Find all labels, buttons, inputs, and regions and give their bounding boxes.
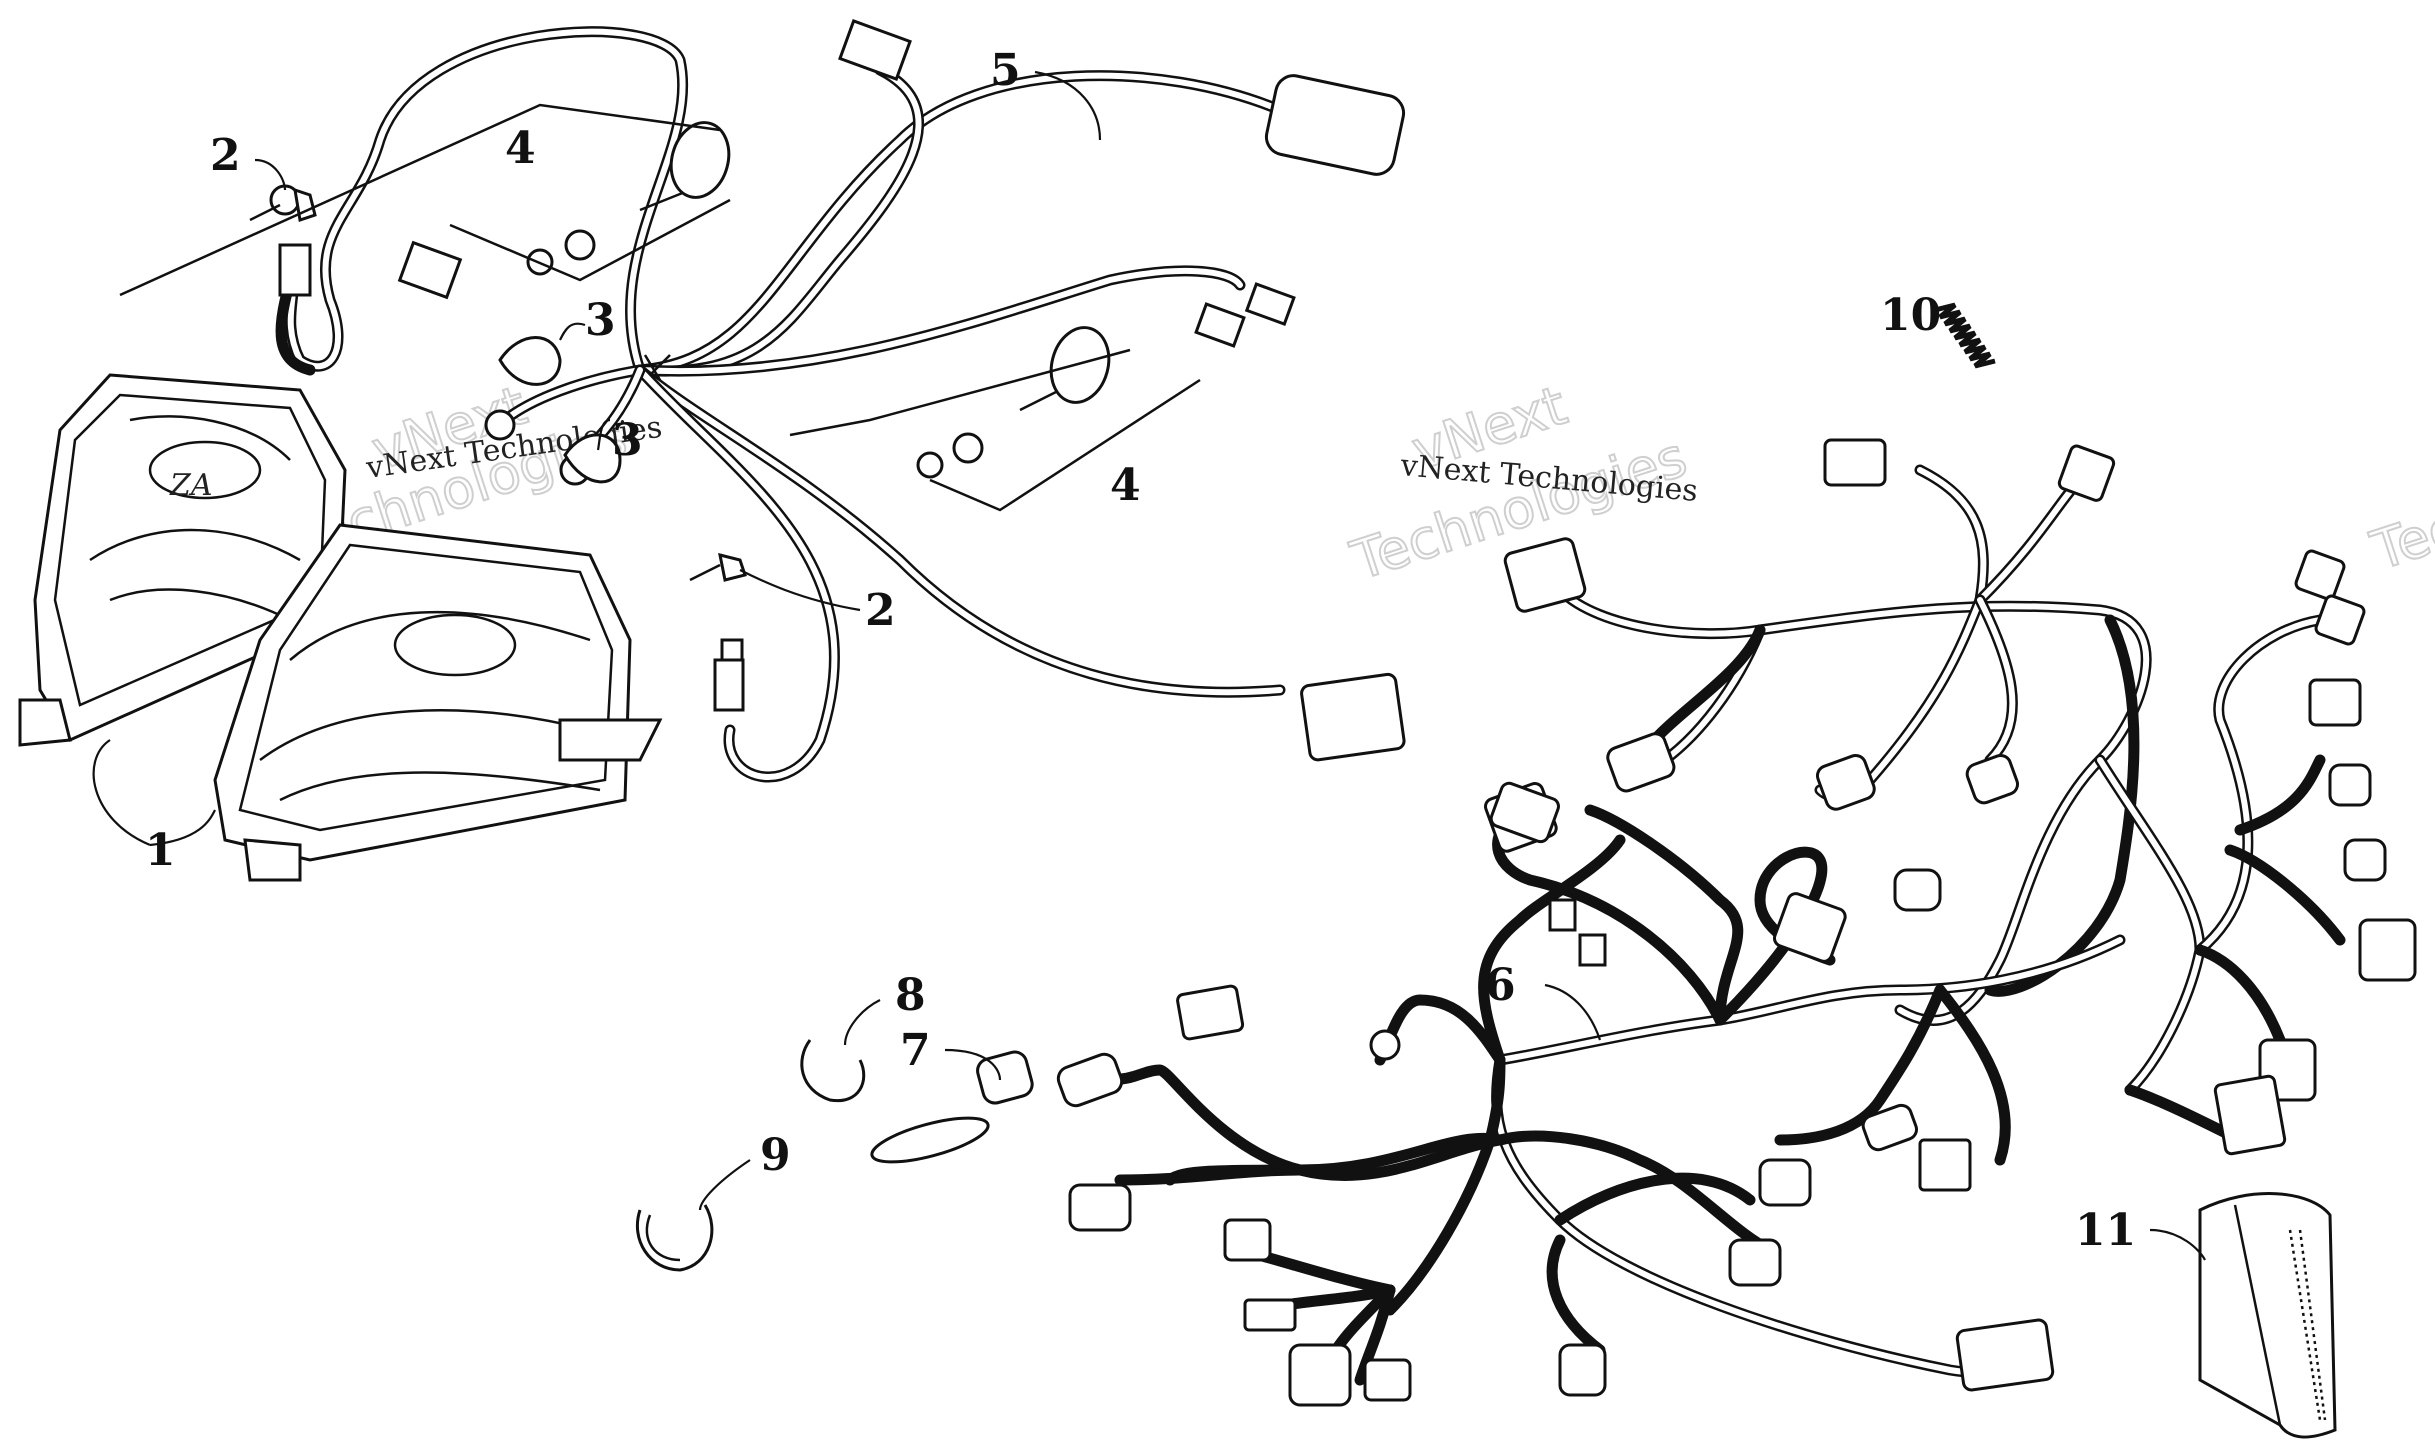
- callout-2-bottom: 2: [865, 585, 896, 636]
- headlight-harness: [275, 19, 1406, 783]
- callout-10: 10: [1880, 290, 1941, 341]
- adjuster-parts: [119, 103, 1201, 512]
- main-wire-harness: [1056, 438, 2417, 1407]
- callout-3-bottom: 3: [612, 415, 643, 466]
- watermark-right: Technologies: [2363, 414, 2435, 583]
- callout-7: 7: [900, 1025, 931, 1076]
- spring-part: [1934, 302, 1996, 369]
- callout-2-top: 2: [210, 130, 241, 181]
- callout-4-bottom: 4: [1110, 460, 1141, 511]
- clamp-part: [635, 1204, 714, 1272]
- leader-lines: [92, 70, 2206, 1261]
- callout-labels: 1 2 2 3 3 4 4 5 6 7 8 9 10 11: [145, 45, 2136, 1256]
- bulb-parts: [498, 336, 622, 484]
- callout-8: 8: [895, 970, 926, 1021]
- callout-1: 1: [145, 825, 176, 876]
- callout-3-top: 3: [585, 295, 616, 346]
- grommet-part: [870, 1050, 1034, 1164]
- watermark-big-5: Technologies: [2364, 415, 2435, 582]
- protective-sleeve-part: [2198, 1192, 2337, 1439]
- callout-11: 11: [2075, 1205, 2136, 1256]
- callout-5: 5: [990, 45, 1021, 96]
- clip-part: [800, 1039, 866, 1103]
- headlight-logo-left: ZA: [169, 468, 213, 503]
- callout-9: 9: [760, 1130, 791, 1181]
- callout-4-top: 4: [505, 123, 536, 174]
- callout-6: 6: [1485, 960, 1516, 1011]
- headlight-assembly: ZA: [18, 373, 663, 882]
- bulb-socket-parts: [249, 184, 747, 662]
